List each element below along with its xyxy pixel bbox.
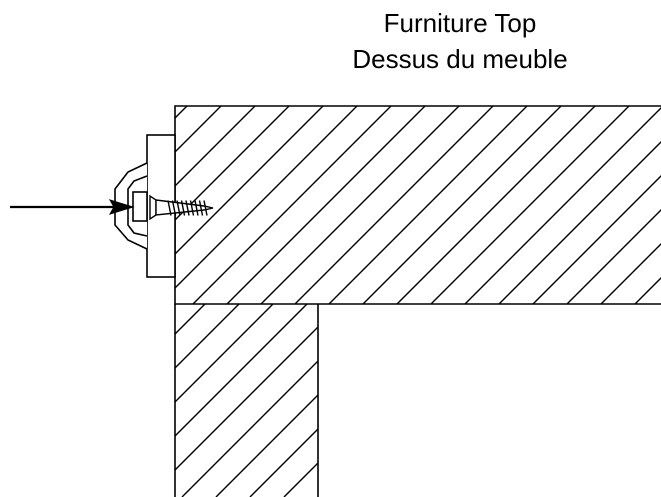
hatch-line bbox=[175, 106, 358, 289]
thread-tick bbox=[180, 200, 186, 216]
thread-tick bbox=[189, 200, 195, 216]
thread-tick bbox=[198, 200, 204, 216]
furniture-top-panel bbox=[174, 105, 661, 305]
furniture-top-hatching bbox=[175, 106, 661, 304]
hatch-line bbox=[328, 106, 528, 304]
hatch-line bbox=[226, 106, 426, 304]
hatch-line bbox=[634, 277, 661, 304]
hatch-line bbox=[396, 106, 596, 304]
hatch-line bbox=[294, 106, 494, 304]
hatch-line bbox=[175, 304, 240, 369]
bracket-slot bbox=[132, 191, 148, 222]
thread-tick bbox=[171, 200, 177, 216]
hatch-line bbox=[181, 360, 318, 497]
thread-tick bbox=[194, 200, 199, 216]
hatch-line bbox=[260, 106, 460, 304]
hatch-line bbox=[283, 462, 318, 497]
hatch-line bbox=[566, 209, 661, 304]
hatch-line bbox=[175, 326, 318, 471]
thread-tick bbox=[185, 200, 190, 216]
hatch-line bbox=[175, 304, 274, 403]
hatch-line bbox=[498, 141, 661, 304]
furniture-top-label-english: Furniture Top bbox=[383, 8, 537, 38]
hatch-line bbox=[249, 428, 318, 497]
hatch-line bbox=[175, 106, 324, 255]
hatch-line bbox=[464, 107, 661, 304]
furniture-top-label-french: Dessus du meuble bbox=[352, 44, 568, 74]
hatch-line bbox=[192, 106, 392, 304]
thread-tick bbox=[176, 200, 181, 216]
thread-tick bbox=[167, 200, 172, 216]
hatch-line bbox=[215, 394, 318, 497]
hatch-line bbox=[362, 106, 562, 304]
hatch-line bbox=[317, 496, 318, 497]
hatch-line bbox=[532, 175, 661, 304]
hatch-line bbox=[175, 304, 308, 437]
arrow-head bbox=[108, 199, 135, 215]
hatch-line bbox=[430, 106, 630, 304]
screw bbox=[149, 194, 214, 221]
hatch-line bbox=[175, 106, 222, 153]
hatch-line bbox=[175, 106, 256, 187]
hatch-line bbox=[600, 243, 661, 304]
side-panel bbox=[174, 304, 319, 497]
furniture-top-outline bbox=[174, 105, 661, 305]
push-direction-arrow bbox=[10, 199, 135, 215]
side-panel-hatching bbox=[175, 304, 318, 497]
screw-thread bbox=[167, 200, 208, 216]
screw-head bbox=[149, 194, 157, 221]
thread-tick bbox=[203, 200, 208, 216]
